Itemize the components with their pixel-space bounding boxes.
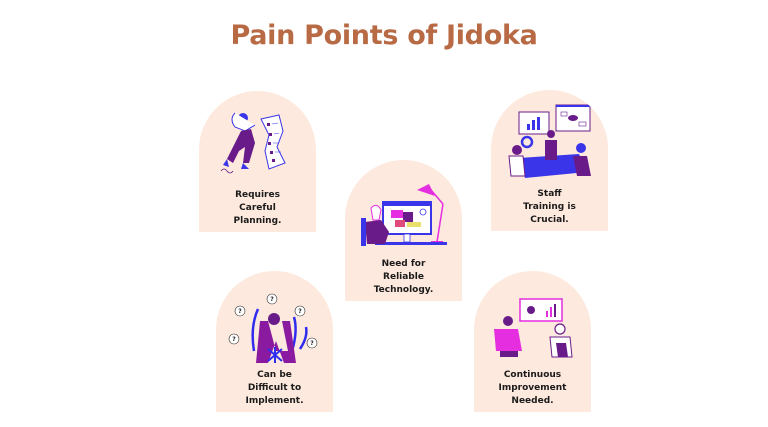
card-planning: Requires Careful Planning. [199,91,316,232]
person-at-computer-illustration [361,184,447,246]
svg-text:?: ? [310,340,314,347]
svg-text:?: ? [298,308,302,315]
person-with-checklist-illustration [220,112,286,174]
team-meeting-illustration [508,104,591,178]
card-improvement: Continuous Improvement Needed. [474,271,591,412]
card-label: Need for Reliable Technology. [373,259,434,295]
svg-text:?: ? [232,336,236,343]
presentation-illustration [494,298,573,358]
card-label: Staff Training is Crucial. [523,189,576,225]
svg-text:?: ? [238,308,242,315]
confused-person-illustration: ? ? ? ? ? [228,293,318,363]
svg-text:?: ? [270,296,274,303]
card-difficult: ? ? ? ? ? Can be Difficult to Implement. [216,271,333,412]
card-technology: Need for Reliable Technology. [345,160,462,301]
page-title: Pain Points of Jidoka [230,20,538,51]
card-label: Continuous Improvement Needed. [498,370,567,406]
card-label: Requires Careful Planning. [233,190,282,226]
card-training: Staff Training is Crucial. [491,90,608,231]
card-label: Can be Difficult to Implement. [245,370,304,406]
